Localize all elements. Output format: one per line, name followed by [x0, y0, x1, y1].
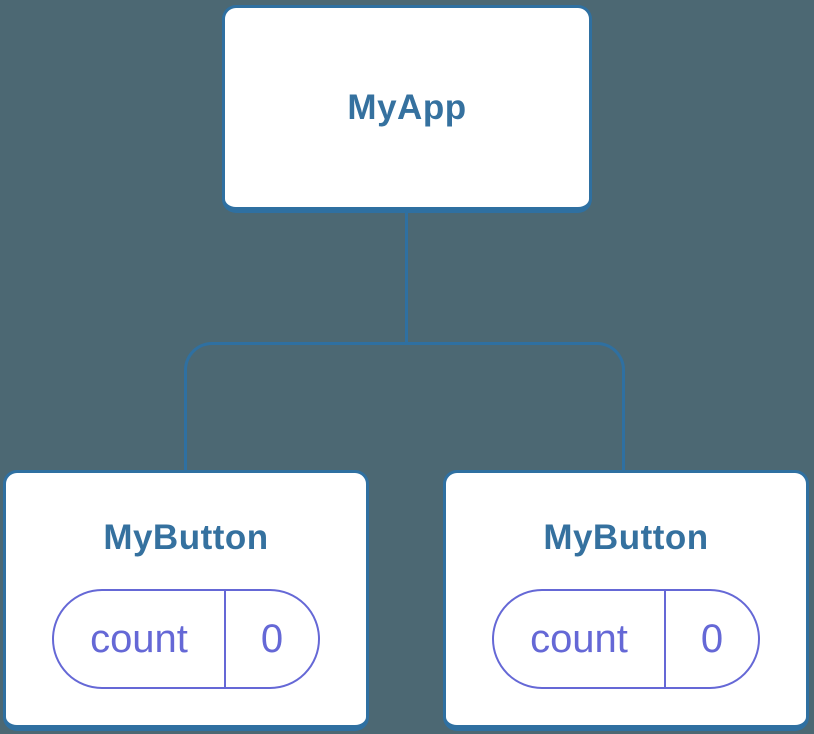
state-key-label: count [530, 617, 628, 661]
child-node-mybutton-left: MyButton count 0 [3, 470, 369, 731]
state-value: 0 [224, 591, 318, 687]
tree-connector-bracket [184, 342, 625, 471]
state-key-label: count [90, 617, 188, 661]
child-node-title: MyButton [103, 518, 269, 557]
state-value: 0 [664, 591, 758, 687]
state-pill: count 0 [52, 589, 320, 689]
root-node-myapp: MyApp [222, 5, 592, 213]
tree-connector-stem [405, 211, 408, 345]
child-node-mybutton-right: MyButton count 0 [443, 470, 809, 731]
child-node-title: MyButton [543, 518, 709, 557]
root-node-title: MyApp [347, 88, 467, 127]
state-pill: count 0 [492, 589, 760, 689]
